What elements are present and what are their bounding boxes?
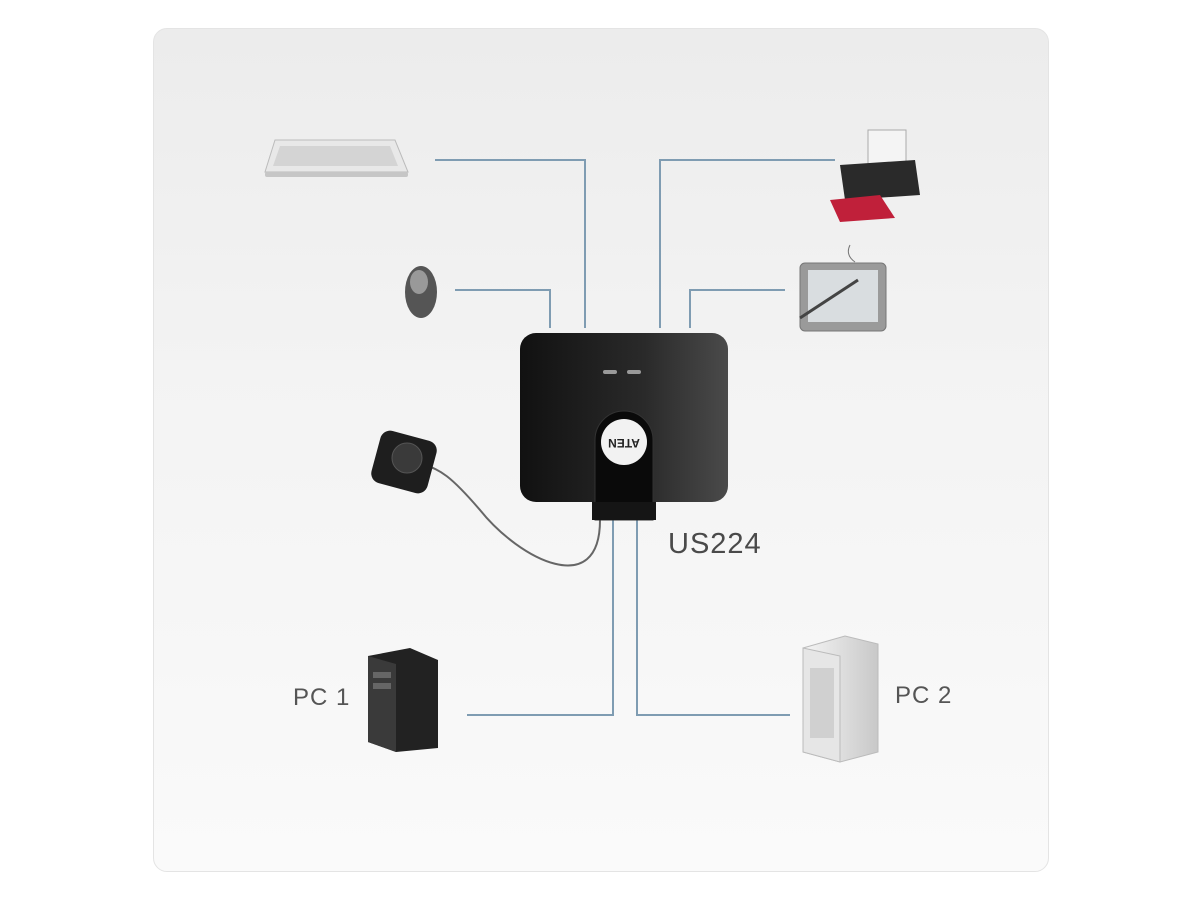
pc1-tower-icon xyxy=(368,648,438,752)
tablet-cable xyxy=(689,289,785,328)
remote-cable xyxy=(424,464,601,567)
remote-button-icon xyxy=(371,430,437,494)
pc2-cable xyxy=(636,515,790,716)
printer-icon xyxy=(830,129,920,222)
tablet-icon xyxy=(799,244,887,332)
pc2-tower-icon xyxy=(802,635,879,763)
pc1-label: PC 1 xyxy=(293,684,351,711)
mouse-cable xyxy=(455,289,551,328)
mouse-icon xyxy=(405,266,437,318)
keyboard-icon xyxy=(264,139,409,177)
printer-cable xyxy=(659,159,835,328)
model-label: US224 xyxy=(668,528,762,560)
pc1-cable xyxy=(467,515,614,716)
keyboard-cable xyxy=(435,159,586,328)
pc2-label: PC 2 xyxy=(895,682,953,709)
us224-switch-icon: ATEN xyxy=(520,333,728,521)
aten-logo: ATEN xyxy=(608,436,640,450)
